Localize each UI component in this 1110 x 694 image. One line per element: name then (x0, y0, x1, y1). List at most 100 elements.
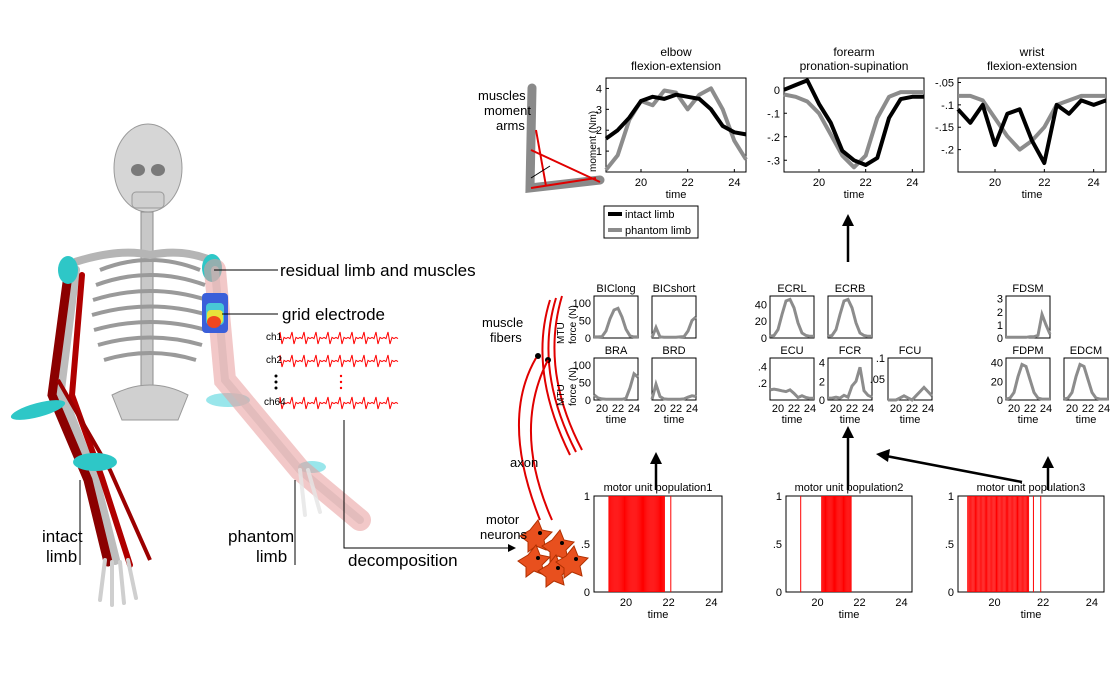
motor-neurons-sketch (517, 519, 590, 588)
force-xticks-fdpm-xlabel: time (1018, 414, 1039, 426)
moment-panel-3-axes (957, 77, 1107, 173)
moment-panel-1-xtick-label-2: 24 (728, 177, 740, 189)
force-panel-fdpm-ytick-label-2: 40 (991, 358, 1003, 370)
force-panel-bra-ytick-label-0: 0 (585, 395, 591, 407)
force-panel-ecrl-axes (769, 295, 815, 339)
force-panel-fdsm-ytick-label-2: 2 (997, 307, 1003, 319)
raster-panel-1-xtick-label-1: 22 (663, 597, 675, 609)
force-panel-edcm-axes (1063, 357, 1109, 401)
grid-electrode-label: grid electrode (282, 305, 385, 324)
force-xticks-ecu-2: 24 (804, 403, 816, 415)
raster-panel-1-xtick-label-2: 24 (705, 597, 717, 609)
moment-panel-1-series-intact (604, 92, 747, 141)
force-xticks-fdpm-2: 24 (1040, 403, 1052, 415)
force-panel-fcr-ytick-label-1: 2 (819, 376, 825, 388)
raster-panel-2-xlabel: time (839, 609, 860, 621)
raster-panel-2-xtick-label-1: 22 (853, 597, 865, 609)
raster-panel-1-xtick-label-0: 20 (620, 597, 632, 609)
force-xticks-bra-2: 24 (628, 403, 640, 415)
raster-panel-2-title: motor unit population2 (795, 482, 904, 494)
moment-panel-3-ytick-label-3: -.2 (941, 145, 954, 157)
force-panel-ecrb-axes (827, 295, 873, 339)
force-panel-brd-title: BRD (662, 345, 685, 357)
force-panel-ecrl-title: ECRL (777, 283, 806, 295)
force-panel-biclong-ytick-label-0: 0 (585, 333, 591, 345)
force-xticks-fcr-2: 24 (862, 403, 874, 415)
force-xticks-bra-1: 22 (612, 403, 624, 415)
moment-arms-label-2: moment (484, 103, 531, 118)
moment-panel-3-xlabel: time (1022, 189, 1043, 201)
force-panel-fdsm-ytick-label-3: 3 (997, 294, 1003, 306)
force-panels: BIClong050100BICshortBRA050100BRDECRL020… (573, 283, 1110, 426)
moment-panel-2-ytick-label-0: 0 (774, 85, 780, 97)
decomposition-label: decomposition (348, 551, 458, 570)
force-panel-fdpm-axes (1005, 357, 1051, 401)
channel-label-ch1: ch1 (266, 332, 283, 343)
force-panel-bra-series (593, 371, 639, 401)
moment-panel-1-ytick-label-1: 2 (596, 125, 602, 137)
moment-panel-1-ytick-label-0: 1 (596, 146, 602, 158)
force-panel-fdpm-series (1005, 362, 1050, 401)
moment-panel-1-ytick-label-3: 4 (596, 83, 602, 95)
force-panel-ecrl-series (769, 297, 814, 338)
channel-label-ch2: ch2 (266, 355, 283, 366)
force-panel-ecu-series (769, 387, 814, 400)
force-xticks-fdpm-1: 22 (1024, 403, 1036, 415)
force-panel-ecrb-title: ECRB (835, 283, 866, 295)
phantom-limb-label: phantom (228, 527, 294, 546)
force-panel-biclong-ytick-label-1: 50 (579, 316, 591, 328)
raster-panel-3-ytick-label-1: .5 (945, 539, 954, 551)
force-panel-ecu-ytick-label-0: .2 (758, 378, 767, 390)
moment-panel-2-title-2: pronation-supination (800, 59, 909, 73)
moment-panel-2-ytick-label-1: -.1 (767, 108, 780, 120)
force-panel-fdsm-ytick-label-0: 0 (997, 333, 1003, 345)
force-panel-ecu-ytick-label-1: .4 (758, 361, 767, 373)
muscle-fibers-label-1: muscle (482, 315, 523, 330)
force-panel-fdsm-title: FDSM (1012, 283, 1043, 295)
moment-panel-2-xtick-label-0: 20 (813, 177, 825, 189)
force-panel-bra-title: BRA (605, 345, 628, 357)
residual-limb-label: residual limb and muscles (280, 261, 476, 280)
moment-panel-2-axes (783, 77, 925, 173)
muscle-fibers-label-2: fibers (490, 330, 522, 345)
moment-panel-3-title-2: flexion-extension (987, 59, 1077, 73)
moment-panel-1-xlabel: time (666, 189, 687, 201)
force-xticks-fcu-xlabel: time (900, 414, 921, 426)
force-xticks-fdpm-0: 20 (1008, 403, 1020, 415)
moment-panel-2-series-phantom (783, 90, 924, 170)
force-panel-fcu: FCU.05.1 (870, 345, 934, 402)
skeleton-illustration (10, 123, 516, 607)
force-panel-biclong-title: BIClong (596, 283, 635, 295)
raster-panel-1-title: motor unit population1 (604, 482, 713, 494)
force-ylabel-mtu-2: MTU (556, 384, 567, 406)
moment-panel-3-ytick-label-0: -.05 (935, 77, 954, 89)
axon-label: axon (510, 455, 538, 470)
force-xticks-fcr-1: 22 (846, 403, 858, 415)
raster-panel-2-xtick-label-2: 24 (895, 597, 907, 609)
force-panel-ecrb: ECRB (827, 283, 873, 339)
raster-panel-3-title: motor unit population3 (977, 482, 1086, 494)
force-panel-biclong-axes (593, 295, 639, 339)
force-panel-bicshort-title: BICshort (653, 283, 696, 295)
raster-panel-1-xlabel: time (648, 609, 669, 621)
moment-panel-1-xtick-label-1: 22 (682, 177, 694, 189)
raster-panel-2-xtick-label-0: 20 (811, 597, 823, 609)
force-panel-ecu-title: ECU (780, 345, 803, 357)
moment-panel-3-title-1: wrist (1019, 45, 1045, 59)
force-panel-fdsm-series (1006, 308, 1052, 339)
moment-arm-sketch (525, 83, 605, 194)
force-panel-ecrl-ytick-label-1: 20 (755, 316, 767, 328)
grid-electrode-heatmap (202, 293, 228, 333)
moment-panel-2-title-1: forearm (833, 45, 874, 59)
force-panel-fdpm-ytick-label-0: 0 (997, 395, 1003, 407)
force-xticks-brd-1: 22 (670, 403, 682, 415)
force-panel-fcu-ytick-label-1: .1 (876, 353, 885, 365)
intact-limb-label: intact (42, 527, 83, 546)
raster-panel-3-ytick-label-2: 1 (948, 491, 954, 503)
